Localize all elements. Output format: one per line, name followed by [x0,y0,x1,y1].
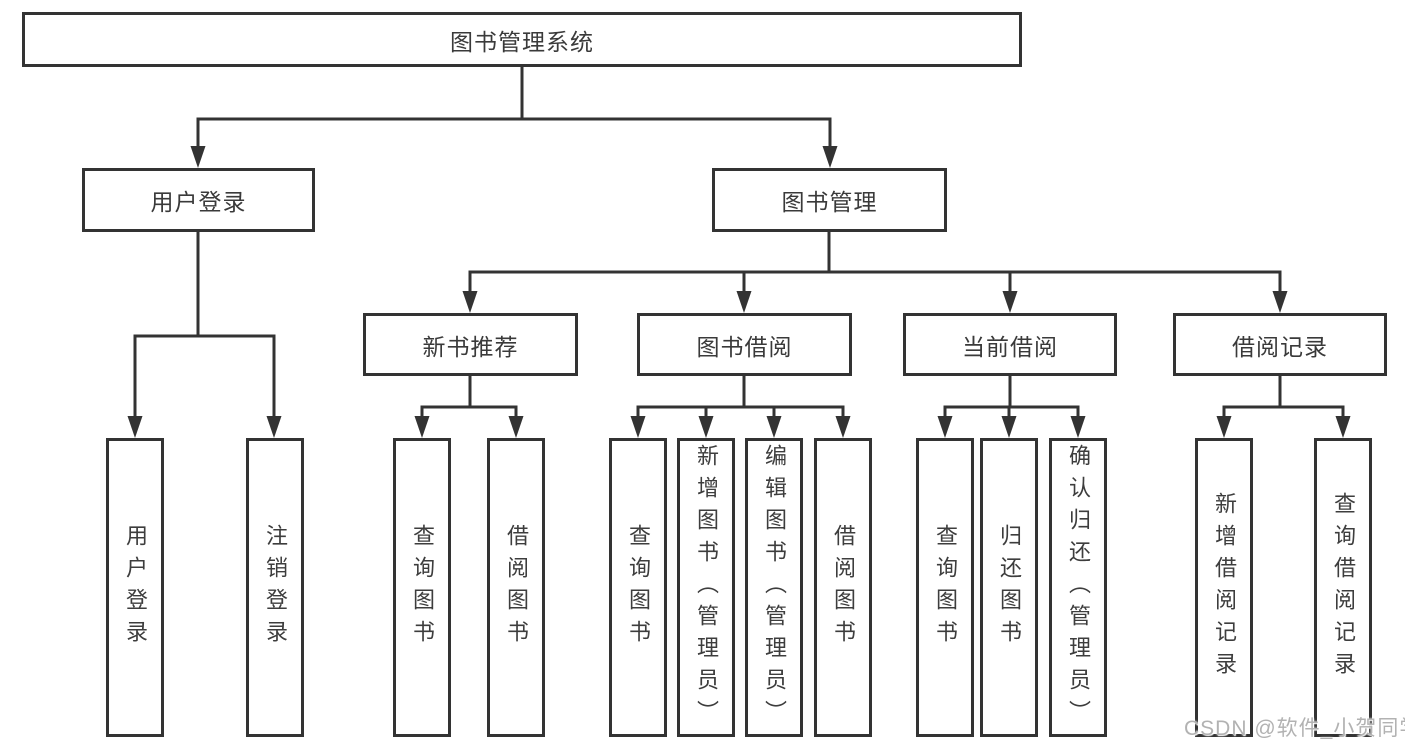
node-user-login: 用户登录 [82,168,315,232]
node-label: 查询图书 [933,523,958,652]
node-current-borrow: 当前借阅 [903,313,1117,376]
csdn-watermark: CSDN @软件_小贺同学 [1184,717,1405,740]
node-label: 新书推荐 [422,333,519,360]
arrowhead-icons [127,146,1351,438]
node-new-book-recommend: 新书推荐 [363,313,578,376]
leaf-borrow-books-2: 借阅图书 [814,438,872,737]
leaf-query-books-2: 查询图书 [609,438,667,737]
leaf-logout-login: 注销登录 [246,438,304,737]
node-library-management-system: 图书管理系统 [22,12,1022,67]
node-label: 图书管理 [781,189,878,215]
node-borrow-records: 借阅记录 [1173,313,1387,376]
leaf-confirm-return-admin: 确认归还（管理员） [1049,438,1107,737]
node-label: 查询借阅记录 [1331,491,1356,684]
leaf-query-borrow-record: 查询借阅记录 [1314,438,1372,737]
node-label: 注销登录 [263,523,288,652]
leaf-query-books-1: 查询图书 [393,438,451,737]
node-book-management: 图书管理 [712,168,947,232]
node-label: 图书借阅 [696,333,793,360]
node-book-borrow: 图书借阅 [637,313,852,376]
node-label: 归还图书 [997,523,1022,652]
node-label: 图书管理系统 [450,28,594,55]
node-label: 新增借阅记录 [1212,491,1237,684]
node-label: 用户登录 [123,523,148,652]
leaf-edit-books-admin: 编辑图书（管理员） [745,438,803,737]
leaf-query-books-3: 查询图书 [916,438,974,737]
leaf-add-borrow-record: 新增借阅记录 [1195,438,1253,737]
node-label: 借阅图书 [831,523,856,652]
node-label: 借阅记录 [1232,333,1328,360]
leaf-user-login: 用户登录 [106,438,164,737]
leaf-return-books: 归还图书 [980,438,1038,737]
node-label: 查询图书 [410,523,435,652]
node-label: 借阅图书 [504,523,529,652]
node-label: 查询图书 [626,523,651,652]
leaf-add-books-admin: 新增图书（管理员） [677,438,735,737]
node-label: 当前借阅 [962,333,1058,360]
leaf-borrow-books-1: 借阅图书 [487,438,545,737]
node-label: 确认归还（管理员） [1066,443,1091,732]
node-label: 编辑图书（管理员） [762,443,787,732]
node-label: 用户登录 [150,189,247,215]
node-label: 新增图书（管理员） [694,443,719,732]
